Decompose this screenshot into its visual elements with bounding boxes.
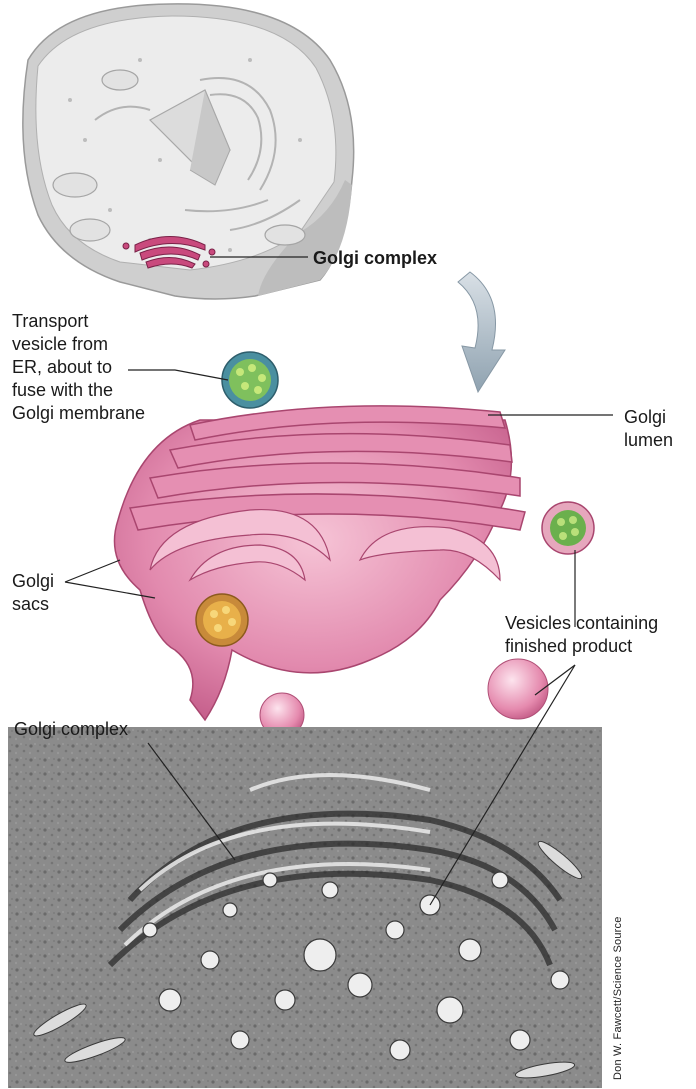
label-vesicles-finished: Vesicles containing finished product bbox=[505, 612, 658, 658]
label-transport-vesicle: Transport vesicle from ER, about to fuse… bbox=[12, 310, 145, 425]
vesicle-green-right bbox=[542, 502, 594, 554]
vesicle-yellow bbox=[196, 594, 248, 646]
golgi-3d-illustration bbox=[114, 352, 594, 737]
electron-micrograph bbox=[8, 727, 602, 1088]
label-golgi-complex-top: Golgi complex bbox=[313, 247, 437, 270]
label-golgi-sacs: Golgi sacs bbox=[12, 570, 54, 616]
transport-vesicle bbox=[222, 352, 278, 408]
leader-golgi-sacs-1 bbox=[65, 560, 120, 582]
photo-credit: Don W. Fawcett/Science Source bbox=[612, 916, 624, 1080]
label-golgi-lumen: Golgi lumen bbox=[624, 406, 673, 452]
cell-illustration bbox=[23, 4, 354, 299]
label-golgi-complex-micrograph: Golgi complex bbox=[14, 718, 128, 741]
zoom-arrow bbox=[458, 272, 505, 392]
vesicle-sphere-bottom-right bbox=[488, 659, 548, 719]
